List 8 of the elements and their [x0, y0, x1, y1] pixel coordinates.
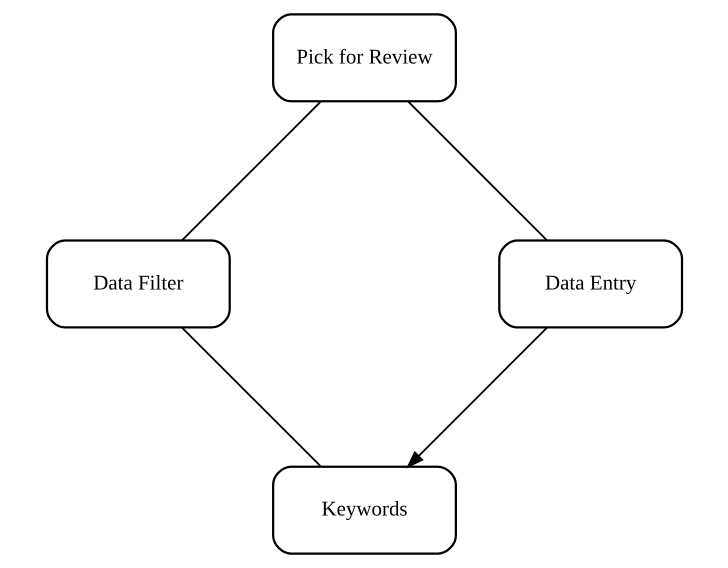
node-box: Data Filter: [45, 239, 230, 329]
connector: [406, 100, 548, 242]
connector: [180, 100, 322, 242]
connector: [180, 326, 322, 468]
arrow: [406, 326, 548, 469]
node-box: Pick for Review: [272, 13, 456, 102]
node-box: Keywords: [272, 466, 456, 555]
node-box: Data Entry: [498, 239, 683, 329]
